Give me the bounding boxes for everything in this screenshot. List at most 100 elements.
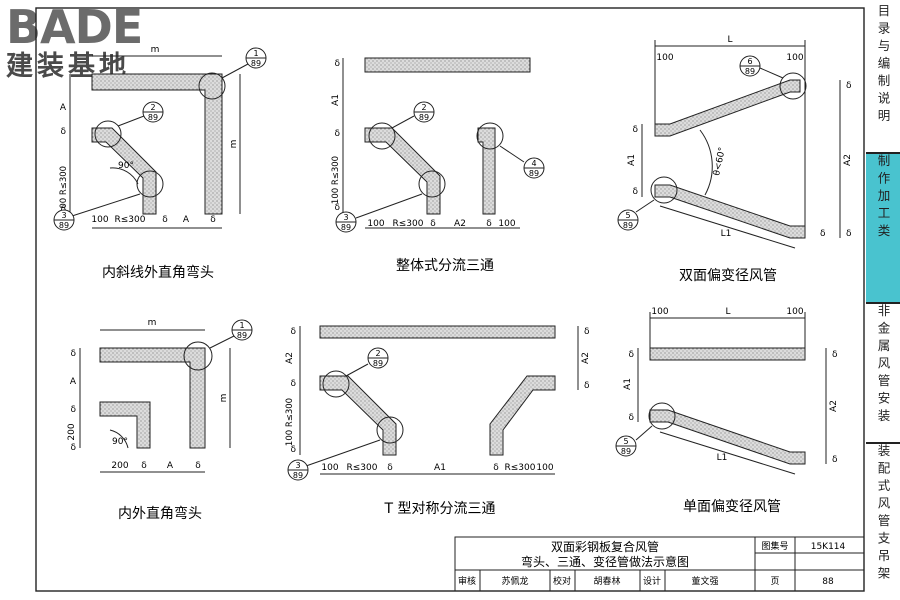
f5-dim-R2: R≤300 [505,463,536,473]
elbow4-inner-wall [99,401,151,449]
f4-angle: 90° [112,437,128,447]
leader-line [305,439,381,467]
reducer3-lower-wall [654,184,806,239]
detail-circle [648,402,676,430]
reducer6-lower-wall [649,409,806,465]
design-label: 设计 [643,575,661,587]
atlas-number: 15K114 [811,542,846,552]
f1-dim-A: A [60,103,67,113]
leader-line [635,199,655,213]
callout-bubble-1b: 1 89 [231,319,253,341]
tee2-left-branch [364,127,441,215]
dim-line-L1 [659,431,796,475]
f3-dim-delta1: δ [632,125,638,135]
leader-line [635,425,653,441]
page-label: 页 [770,576,779,587]
callout-4-page: 89 [529,169,539,178]
leader-line [71,193,141,217]
title-line-1: 双面彩钢板复合风管 [551,539,659,554]
callout-2-page: 89 [419,113,429,122]
callout-bubble-2b: 2 89 [413,101,435,123]
callout-1-page: 89 [237,331,247,340]
callout-bubble-6: 6 89 [739,55,761,77]
f6-dim-delta1: δ [628,350,634,360]
tee5-top-wall [319,325,556,339]
sidebar-item-contents[interactable]: 目录与编制说明 [866,4,900,152]
callout-6-page: 89 [745,67,755,76]
sidebar-item-nonmetal-duct[interactable]: 非金属风管安装 [866,304,900,442]
callout-1-page: 89 [251,59,261,68]
f2-dim-delta-top: δ [334,59,340,69]
f4-dim-A-bottom: A [167,461,174,471]
f4-dim-A: A [70,377,77,387]
sidebar-item-support-hanger[interactable]: 装配式风管支吊架 [866,444,900,592]
figure-double-offset-reducer [641,40,841,249]
f1-dim-right-m: m [229,140,239,149]
figure-t-symmetric-tee [299,325,579,475]
f3-dim-delta4: δ [846,229,852,239]
f2-dim-100b: 100 [498,219,515,229]
tee2-top-wall [364,57,531,73]
f2-dim-radius: 100 R≤300 [331,156,341,204]
callout-bubble-4: 4 89 [523,157,545,179]
leader-line [221,63,249,79]
leader-line [499,145,525,163]
f5-dim-radius: 100 R≤300 [285,398,295,446]
callout-2-page: 89 [373,359,383,368]
reducer6-top-wall [649,347,806,361]
f3-dim-delta5: δ [820,229,826,239]
f4-dim-delta2: δ [70,405,76,415]
check-name: 胡春林 [593,575,620,587]
tee5-left-branch [319,375,397,456]
leader-line [209,335,235,349]
design-name: 董文强 [691,575,718,587]
f2-dim-delta-bot: δ [334,203,340,213]
detail-circle [368,122,396,150]
tee2-right-branch [477,127,496,215]
detail-circle [650,176,678,204]
title-block [454,536,865,592]
figure-single-offset-reducer [637,312,827,475]
logo-brand: BADE [6,0,143,54]
atlas-label: 图集号 [761,540,788,552]
callout-3-number: 3 [343,213,348,222]
callout-bubble-2c: 2 89 [367,347,389,369]
f5-dim-delta3: δ [290,445,296,455]
sidebar-item-fabrication[interactable]: 制作加工类 [866,154,900,302]
f4-dim-delta-b1: δ [141,461,147,471]
f6-dim-100b: 100 [786,307,803,317]
sidebar-divider [866,152,900,154]
f3-dim-delta2: δ [632,187,638,197]
detail-circle [376,416,404,444]
f2-dim-delta-b2: δ [486,219,492,229]
f3-caption: 双面偏变径风管 [679,268,777,284]
f3-dim-L: L [727,35,732,45]
callout-5-page: 89 [623,221,633,230]
page-number: 88 [822,577,834,587]
figure-integral-branch-tee [342,57,531,229]
sidebar-divider [866,302,900,304]
f4-dim-delta-b2: δ [195,461,201,471]
f3-angle: θ<60° [712,146,728,176]
callout-bubble-3c: 3 89 [287,459,309,481]
tee5-right-branch [489,375,556,456]
callout-1-number: 1 [239,321,244,330]
angle-arc [699,129,713,196]
leader-line [391,115,415,129]
sidebar-item-label: 非金属风管安装 [875,304,891,427]
f4-dim-delta1: δ [70,349,76,359]
f5-dim-delta2: δ [290,379,296,389]
figure-inner-bevel-outer-right-elbow [69,55,241,229]
callout-3-page: 89 [341,223,351,232]
f3-dim-100b: 100 [786,53,803,63]
f6-dim-delta2: δ [628,413,634,423]
callout-4-number: 4 [531,159,536,168]
f5-dim-A1: A1 [434,463,446,473]
callout-bubble-5b: 5 89 [615,435,637,457]
f6-dim-L1: L1 [717,453,728,463]
f5-dim-100: 100 [321,463,338,473]
f5-dim-delta-b1: δ [387,463,393,473]
f6-dim-A2: A2 [829,400,839,412]
f5-dim-100b: 100 [536,463,553,473]
